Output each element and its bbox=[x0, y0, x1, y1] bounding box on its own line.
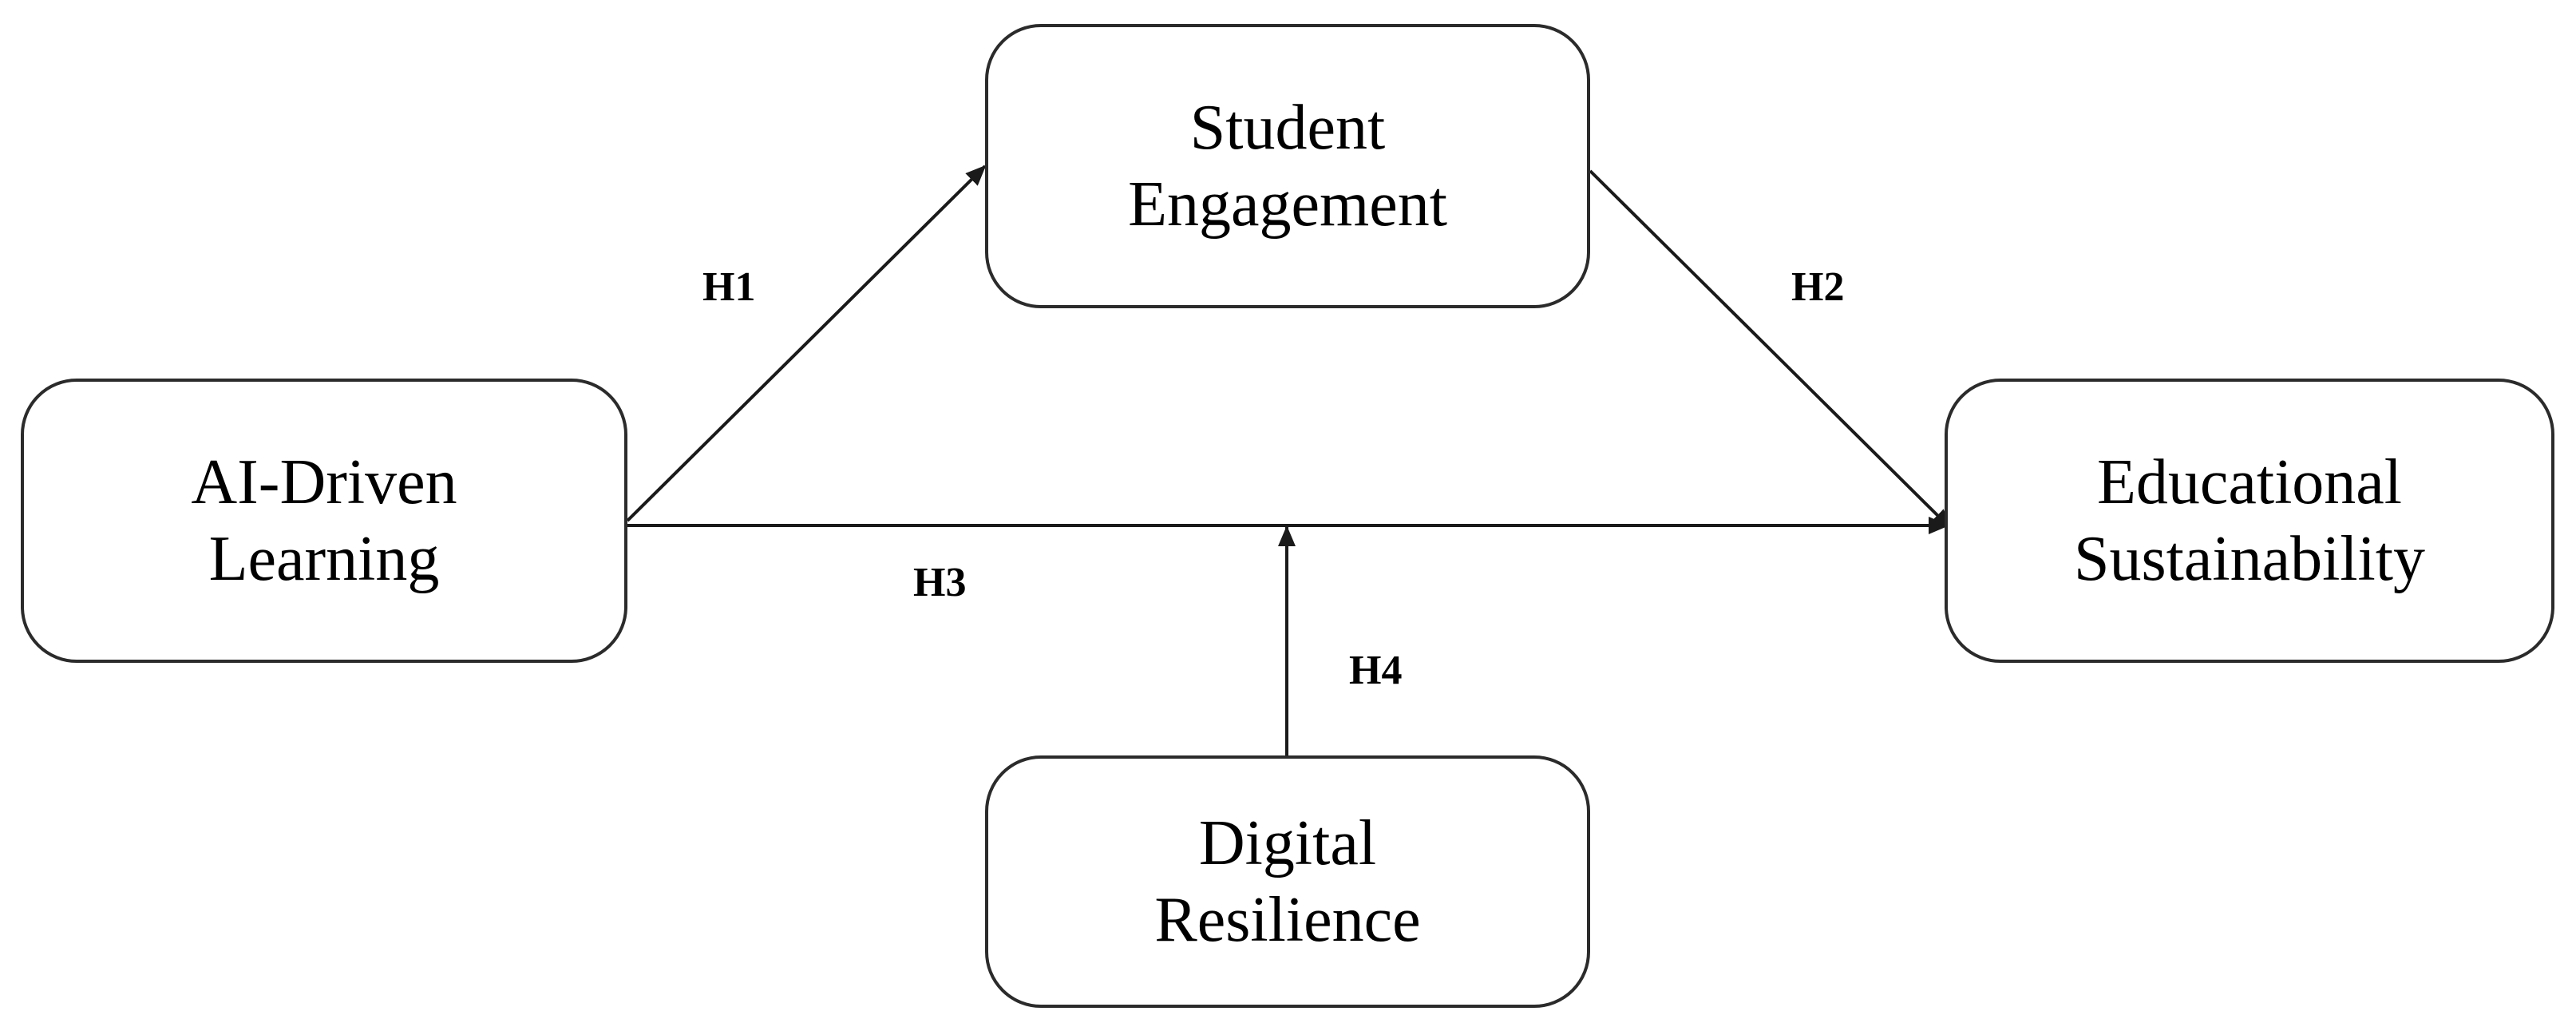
node-label-line2: Resilience bbox=[1154, 885, 1421, 955]
node-digital-resilience: Digital Resilience bbox=[985, 755, 1590, 1008]
node-educational-sustainability: Educational Sustainability bbox=[1945, 379, 2554, 663]
node-label-line2: Learning bbox=[208, 524, 440, 594]
node-label-line1: AI-Driven bbox=[191, 447, 457, 517]
node-student-engagement: Student Engagement bbox=[985, 24, 1590, 308]
node-label-line1: Student bbox=[1189, 93, 1386, 163]
path-h1-arrow bbox=[626, 165, 987, 522]
hypothesis-label-h3: H3 bbox=[913, 560, 967, 605]
node-label-line1: Educational bbox=[2096, 447, 2403, 517]
path-h2-arrow bbox=[1589, 169, 1953, 530]
hypothesis-label-h1: H1 bbox=[702, 264, 756, 310]
hypothesis-label-h2: H2 bbox=[1791, 264, 1845, 310]
node-label-line2: Engagement bbox=[1128, 169, 1447, 240]
node-ai-driven-learning: AI-Driven Learning bbox=[21, 379, 627, 663]
node-label-line1: Digital bbox=[1198, 808, 1377, 878]
node-label-line2: Sustainability bbox=[2074, 524, 2425, 594]
hypothesis-label-h4: H4 bbox=[1349, 648, 1403, 693]
